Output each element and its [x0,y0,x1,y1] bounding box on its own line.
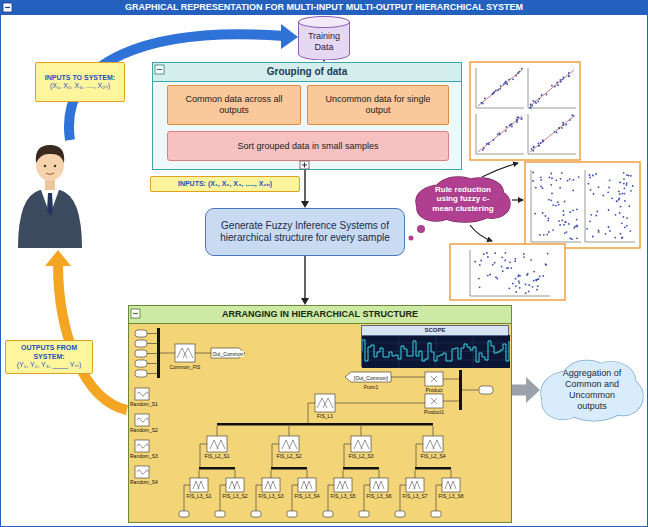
output-arrow-head [45,250,71,266]
leader-arrow [482,163,518,177]
node-text: SCOPE [424,327,445,334]
text-holder: Training Data [298,16,350,60]
collapse-icon [3,3,12,12]
block-label: Random_S2 [130,427,158,433]
scope-plot [362,335,510,368]
input-callout: INPUTS: (X₁, X₂, X₃, ....., X₂ₙ) [150,176,300,192]
process-box: Generate Fuzzy Inference Systems of hier… [205,208,405,256]
output-arrow [58,264,127,410]
expand-icon [300,161,309,169]
thought-bubble [417,225,425,233]
node-text: Aggregation of Common and Uncommon outpu… [554,368,630,411]
node-text: Sort grouped data in small samples [237,141,378,152]
block-label: Product1 [424,409,444,415]
node-text: Common data across all outputs [172,94,296,116]
grouping-panel: Grouping of dataCommon data across all o… [152,62,462,170]
block-label: FIS_L3_S5 [330,493,355,499]
flow-arrow [512,377,540,403]
hierarchy-panel: ARRANGING IN HIERARCHICAL STRUCTURE SCOP… [128,305,512,523]
panel-header: SCOPE [362,326,508,336]
block-label: FIS_L3_S7 [402,493,427,499]
collapse-icon [155,65,164,74]
block-label: Out_Common [212,351,243,357]
database-cylinder: Training Data [298,16,350,60]
block-label: Common_FIS [170,364,201,370]
collapse-icon [131,309,140,318]
block-label: Random_S1 [130,401,158,407]
output-callout: OUTPUTS FROM SYSTEM:(Y₁, Y₂, Y₃, ____ Yₘ… [5,340,93,374]
block-label: FIS_L2_S3 [348,453,373,459]
thought-cloud: Rule reduction using fuzzy c-mean cluste… [415,175,511,223]
block-label: FIS_L3_S6 [366,493,391,499]
block-label: FIS_L2_S4 [420,453,445,459]
input-arrow-head [281,24,298,49]
block-label: Random_S4 [130,479,158,485]
data-box: Common data across all outputs [167,85,301,125]
node-text: Grouping of data [267,66,348,78]
flow-arrow [301,256,309,305]
plot-panel [450,244,565,300]
node-text: OUTPUTS FROM SYSTEM: [10,344,88,361]
block-label: FIS_L3_S3 [258,493,283,499]
result-cloud: Aggregation of Common and Uncommon outpu… [540,358,644,422]
node-text: INPUTS: (X₁, X₂, X₃, ....., X₂ₙ) [178,180,272,188]
input-callout: INPUTS TO SYSTEM:(X₁, X₂, X₃, ...., X₂ₙ) [35,62,125,102]
block-label: Product [425,387,442,393]
sort-box: Sort grouped data in small samples [167,131,449,161]
node-text: ARRANGING IN HIERARCHICAL STRUCTURE [222,309,418,320]
block-label: FIS_L3_S4 [294,493,319,499]
node-text: Rule reduction using fuzzy c-mean cluste… [427,185,499,214]
plot-panel [525,162,640,248]
title-bar: GRAPHICAL REPRESENTATION FOR MULTI-INPUT… [0,0,648,15]
plot-panel [470,62,580,160]
leader-arrow [512,199,523,200]
block-label: FIS_L3_S1 [186,493,211,499]
text-holder: Aggregation of Common and Uncommon outpu… [540,358,644,422]
block-label: FIS_L3_S8 [438,493,463,499]
panel-header: Grouping of data [153,63,461,82]
node-text: INPUTS TO SYSTEM: [45,74,115,82]
block-label: FIS_L2_S1 [204,453,229,459]
block-label: FIS_L1 [317,413,333,419]
scope-panel: SCOPE [361,325,509,367]
node-text: (X₁, X₂, X₃, ...., X₂ₙ) [50,82,110,90]
node-text: Training Data [300,31,348,53]
node-text: Generate Fuzzy Inference Systems of hier… [210,220,400,244]
block-label: FIS_L2_S2 [276,453,301,459]
person-figure [18,145,82,248]
block-label: FIS_L3_S2 [222,493,247,499]
block-label: Random_S3 [130,453,158,459]
node-text: (Y₁, Y₂, Y₃, ____ Yₘ) [17,361,81,369]
block-label: [Out_Common] [354,375,388,381]
panel-header: ARRANGING IN HIERARCHICAL STRUCTURE [129,306,511,324]
text-holder: Rule reduction using fuzzy c-mean cluste… [415,175,511,223]
node-text: Uncommon data for single output [312,94,444,116]
thought-bubble [409,236,414,241]
data-box: Uncommon data for single output [307,85,449,125]
block-label: From1 [364,384,378,390]
leader-arrow [470,225,492,241]
flow-arrow [301,170,309,208]
